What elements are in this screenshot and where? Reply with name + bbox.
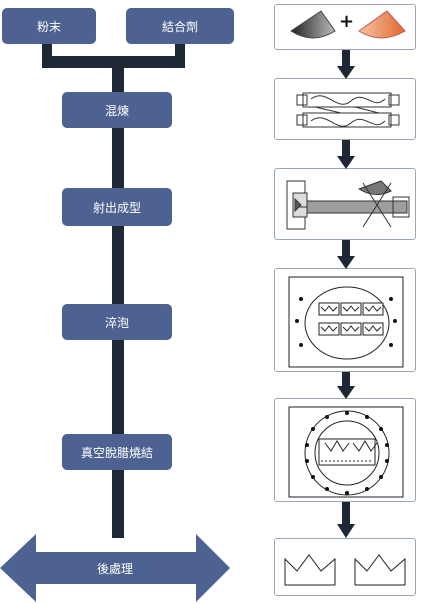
connector-merge-down bbox=[112, 60, 124, 94]
connector-powder-down bbox=[42, 42, 52, 66]
connector-injection-to-foaming bbox=[112, 224, 124, 306]
connector-kneading-to-injection bbox=[112, 126, 124, 190]
plus-sign: + bbox=[339, 11, 355, 32]
arrow-down-3 bbox=[337, 240, 355, 269]
panel-finished-parts bbox=[274, 538, 416, 596]
binder-cone-icon bbox=[358, 10, 406, 39]
powder-cone-icon bbox=[290, 10, 336, 39]
arrow-down-4 bbox=[337, 372, 355, 399]
arrow-down-1 bbox=[337, 50, 355, 79]
arrow-down-2 bbox=[337, 140, 355, 169]
panel-kneading bbox=[274, 78, 416, 140]
binder-box: 結合劑 bbox=[126, 8, 234, 44]
powder-box: 粉末 bbox=[2, 8, 96, 44]
panel-injection bbox=[274, 168, 416, 240]
connector-binder-down bbox=[175, 42, 185, 66]
foaming-tray-illustration bbox=[288, 276, 404, 368]
kneading-box: 混煉 bbox=[62, 92, 172, 128]
vacuum-sintering-box: 真空脫腊燒結 bbox=[62, 434, 172, 470]
material-cones-illustration bbox=[290, 10, 406, 39]
injection-molding-box: 射出成型 bbox=[62, 188, 172, 226]
sintering-furnace-illustration bbox=[288, 406, 404, 498]
foaming-box: 淬泡 bbox=[62, 304, 172, 340]
finished-parts-illustration bbox=[284, 554, 406, 586]
injection-molding-illustration bbox=[286, 180, 410, 230]
arrow-down-5 bbox=[337, 502, 355, 538]
post-processing-label: 後處理 bbox=[96, 561, 133, 576]
post-processing-arrow bbox=[0, 534, 230, 602]
panel-foaming bbox=[274, 268, 416, 372]
panel-sintering bbox=[274, 398, 416, 502]
panel-materials: + bbox=[274, 4, 416, 50]
kneading-mixer-illustration bbox=[296, 92, 400, 128]
connector-foaming-to-sintering bbox=[112, 338, 124, 438]
connector-sintering-to-post bbox=[112, 468, 124, 538]
